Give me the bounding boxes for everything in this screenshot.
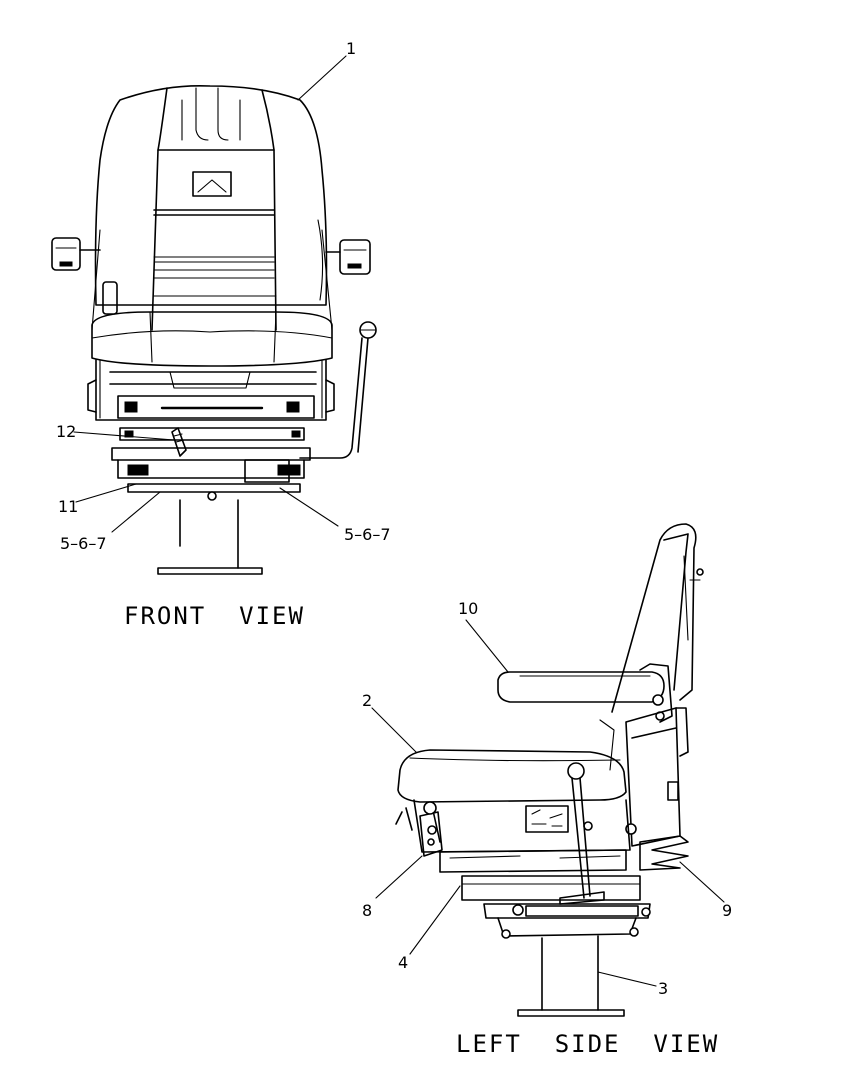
- side-pedestal: [541, 935, 599, 1011]
- backrest-outline: [94, 84, 328, 306]
- front-view-title: FRONT VIEW: [124, 602, 305, 630]
- callout-8: 8: [362, 901, 372, 920]
- side-base-plate: [461, 875, 641, 901]
- callout-12: 12: [56, 422, 76, 441]
- callout-3: 3: [658, 979, 668, 998]
- side-seat-cushion: [397, 749, 627, 803]
- callout-2: 2: [362, 691, 372, 710]
- callout-labels: 1 12 11 5–6–7 5–6–7 10 2 8 9 4 3: [56, 39, 732, 998]
- side-armrest: [497, 671, 665, 703]
- seat-cushion: [91, 311, 333, 367]
- side-backrest: [611, 523, 697, 713]
- side-view-seat: [395, 523, 704, 1017]
- callout-10: 10: [458, 599, 478, 618]
- side-view-title: LEFT SIDE VIEW: [456, 1030, 719, 1058]
- callout-1: 1: [346, 39, 356, 58]
- callout-11: 11: [58, 497, 78, 516]
- adjust-lever: [299, 337, 363, 459]
- side-lever-knob: [567, 762, 585, 780]
- callout-5-6-7-left: 5–6–7: [60, 534, 107, 553]
- callout-leaders: [73, 55, 725, 987]
- right-armrest: [325, 239, 371, 275]
- left-armrest: [51, 237, 101, 271]
- logo-plate: [192, 171, 232, 197]
- front-view-seat: [51, 84, 377, 575]
- callout-9: 9: [722, 901, 732, 920]
- callout-5-6-7-right: 5–6–7: [344, 525, 391, 544]
- callout-4: 4: [398, 953, 408, 972]
